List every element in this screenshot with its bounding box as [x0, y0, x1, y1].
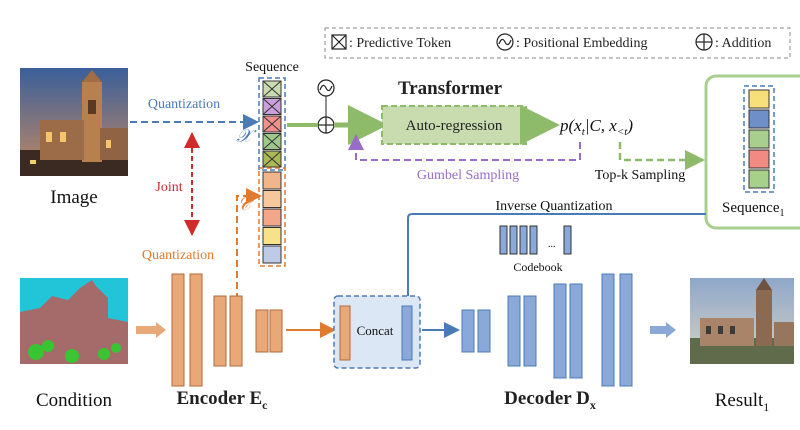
result-arrowhead — [666, 322, 676, 338]
legend: : Predictive Token : Positional Embeddin… — [324, 27, 791, 59]
output-token — [748, 129, 770, 149]
quantization-bottom-label: Quantization — [142, 248, 214, 263]
c-token-group — [258, 167, 286, 267]
legend-predictive-token: : Predictive Token — [349, 36, 451, 51]
x-token-group — [258, 77, 286, 171]
encoder-layer — [269, 309, 283, 353]
topk-sampling-arrow — [618, 142, 705, 170]
positional-embedding-icon — [496, 33, 514, 51]
legend-addition: : Addition — [715, 36, 771, 51]
output-token — [748, 109, 770, 129]
c-symbol: 𝒞 — [237, 194, 255, 214]
predictive-token — [262, 150, 282, 168]
condition-label: Condition — [36, 390, 113, 411]
decoder-layer — [619, 273, 633, 387]
decoder-layer — [461, 309, 475, 353]
topk-sampling-label: Top-k Sampling — [595, 168, 685, 183]
predictive-token — [262, 115, 282, 133]
addition-node — [317, 116, 335, 134]
condition-token — [262, 208, 282, 227]
codebook-entry — [499, 225, 508, 255]
out-token-group — [743, 85, 775, 193]
output-token — [748, 169, 770, 189]
encoder-layer — [171, 273, 185, 387]
gumbel-sampling-label: Gumbel Sampling — [417, 168, 519, 183]
out-tokens — [748, 89, 770, 189]
inverse-quantization-arrow — [400, 213, 706, 320]
concat-token-feature — [401, 305, 413, 361]
sequence-output-label: Sequence1 — [722, 200, 784, 219]
encoder-layer — [229, 295, 243, 367]
condition-image — [20, 278, 128, 364]
decoder-layer — [601, 273, 615, 387]
probability-expression: p(xt|C, x<t) — [559, 116, 633, 138]
c-tokens — [262, 171, 282, 264]
x-symbol: 𝒳 — [236, 126, 257, 146]
transformer-title: Transformer — [398, 78, 503, 99]
joint-label: Joint — [155, 180, 182, 195]
codebook-entry — [563, 225, 572, 255]
auto-regression-label: Auto-regression — [406, 118, 503, 134]
concat-block — [333, 295, 421, 369]
inverse-quantization-label: Inverse Quantization — [495, 199, 612, 214]
encoder-label: Encoder Ec — [176, 388, 268, 412]
concat-cond-feature — [339, 305, 351, 361]
encoder-layer — [189, 273, 203, 387]
positional-embedding-node — [317, 79, 335, 97]
decoder-layer — [553, 283, 567, 379]
encoder-layer — [255, 309, 269, 353]
sequence-label: Sequence — [245, 60, 299, 75]
codebook-entry — [509, 225, 518, 255]
encoder — [171, 273, 283, 387]
codebook-entry — [519, 225, 528, 255]
result-image — [690, 278, 794, 364]
result-label: Result1 — [715, 390, 770, 414]
input-image — [20, 68, 128, 176]
x-tokens — [262, 80, 282, 168]
condition-token — [262, 190, 282, 208]
condition-token — [262, 245, 282, 264]
concat-label: Concat — [357, 323, 394, 338]
condition-arrowhead — [156, 322, 166, 338]
addition-icon — [695, 33, 713, 51]
decoder-label: Decoder Dx — [504, 388, 596, 412]
predictive-token-icon — [331, 34, 347, 50]
quantization-bottom-arrow — [236, 188, 262, 300]
condition-token — [262, 227, 282, 245]
codebook-dots: ... — [548, 239, 556, 250]
decoder-layer — [507, 295, 521, 367]
predictive-token — [262, 98, 282, 115]
codebook — [499, 225, 572, 255]
codebook-label: Codebook — [513, 260, 562, 274]
decoder — [461, 273, 633, 387]
output-token — [748, 89, 770, 109]
output-token — [748, 149, 770, 169]
decoder-layer — [477, 309, 491, 353]
encoder-layer — [213, 295, 227, 367]
predictive-token — [262, 80, 282, 98]
condition-token — [262, 171, 282, 190]
gumbel-sampling-loop — [348, 134, 581, 161]
quantization-top-label: Quantization — [148, 97, 220, 112]
auto-regression-block — [381, 105, 527, 145]
legend-positional-embedding: : Positional Embedding — [516, 36, 647, 51]
codebook-entry — [529, 225, 538, 255]
decoder-layer — [569, 283, 583, 379]
predictive-token — [262, 133, 282, 150]
image-label: Image — [50, 187, 97, 208]
decoder-layer — [523, 295, 537, 367]
